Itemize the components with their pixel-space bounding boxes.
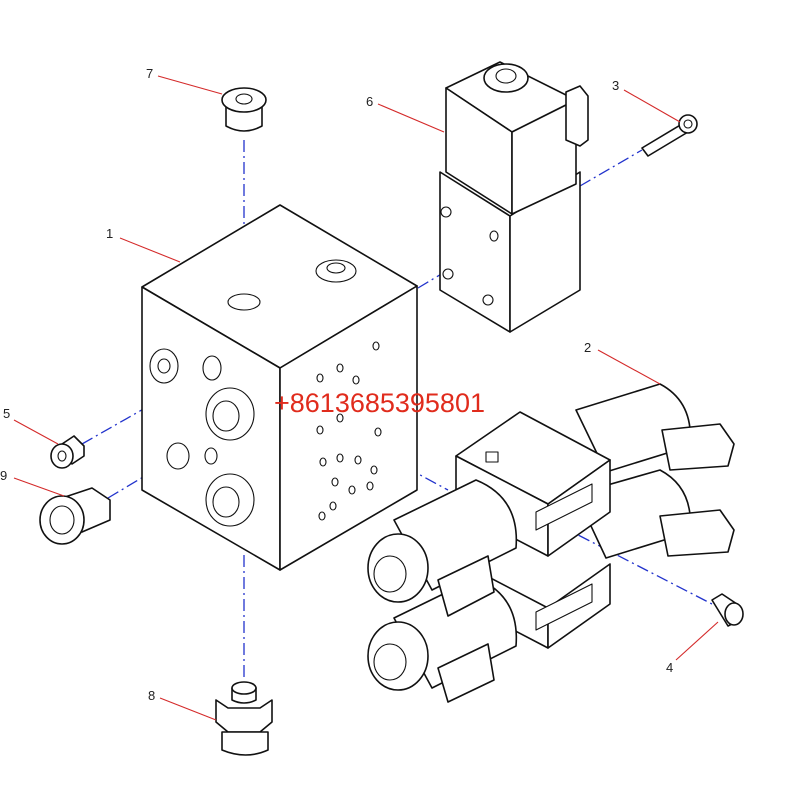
leader-6 <box>377 103 445 133</box>
solenoid-coil-6 <box>439 61 589 333</box>
plug-7 <box>221 87 267 132</box>
axis-valve-2 <box>347 435 449 491</box>
leader-2 <box>597 349 661 385</box>
callout-5: 5 <box>3 406 10 421</box>
plug-5 <box>50 435 85 469</box>
left-port-small <box>202 355 222 381</box>
manifold-block <box>141 204 418 571</box>
callout-4: 4 <box>666 660 673 675</box>
leader-4 <box>675 621 719 661</box>
left-port-fitting-upper-inner <box>212 400 240 432</box>
top-port-hole <box>227 293 261 311</box>
axis-solenoid-6 <box>417 251 479 289</box>
callout-6: 6 <box>366 94 373 109</box>
axis-plug-4 <box>519 504 713 605</box>
fitting-8 <box>215 681 273 756</box>
leader-5 <box>13 419 59 445</box>
left-hex-plug-inner <box>157 358 171 374</box>
leader-3 <box>623 89 681 123</box>
phone-watermark: +8613685395801 <box>274 388 485 418</box>
callout-numbers: 1 2 3 4 5 6 7 8 9 <box>0 66 673 703</box>
leader-8 <box>159 697 217 721</box>
plug-4 <box>711 593 744 627</box>
top-socket-plug-inner <box>326 262 346 274</box>
fitting-9 <box>39 487 111 545</box>
callout-9: 9 <box>0 468 7 483</box>
callout-8: 8 <box>148 688 155 703</box>
leader-7 <box>157 75 223 95</box>
leader-9 <box>13 477 65 497</box>
callout-1: 1 <box>106 226 113 241</box>
left-port-fitting-lower-inner <box>212 486 240 518</box>
valve-assembly-2 <box>367 383 735 703</box>
left-port-medium <box>166 442 190 470</box>
leader-1 <box>119 237 181 263</box>
right-face-holes <box>316 341 382 521</box>
callout-2: 2 <box>584 340 591 355</box>
leader-lines <box>13 75 719 721</box>
callout-3: 3 <box>612 78 619 93</box>
axis-screw-3 <box>579 149 643 187</box>
block-right-face <box>279 285 418 571</box>
left-port-tiny <box>204 447 218 465</box>
callout-7: 7 <box>146 66 153 81</box>
screw-3 <box>641 114 698 157</box>
